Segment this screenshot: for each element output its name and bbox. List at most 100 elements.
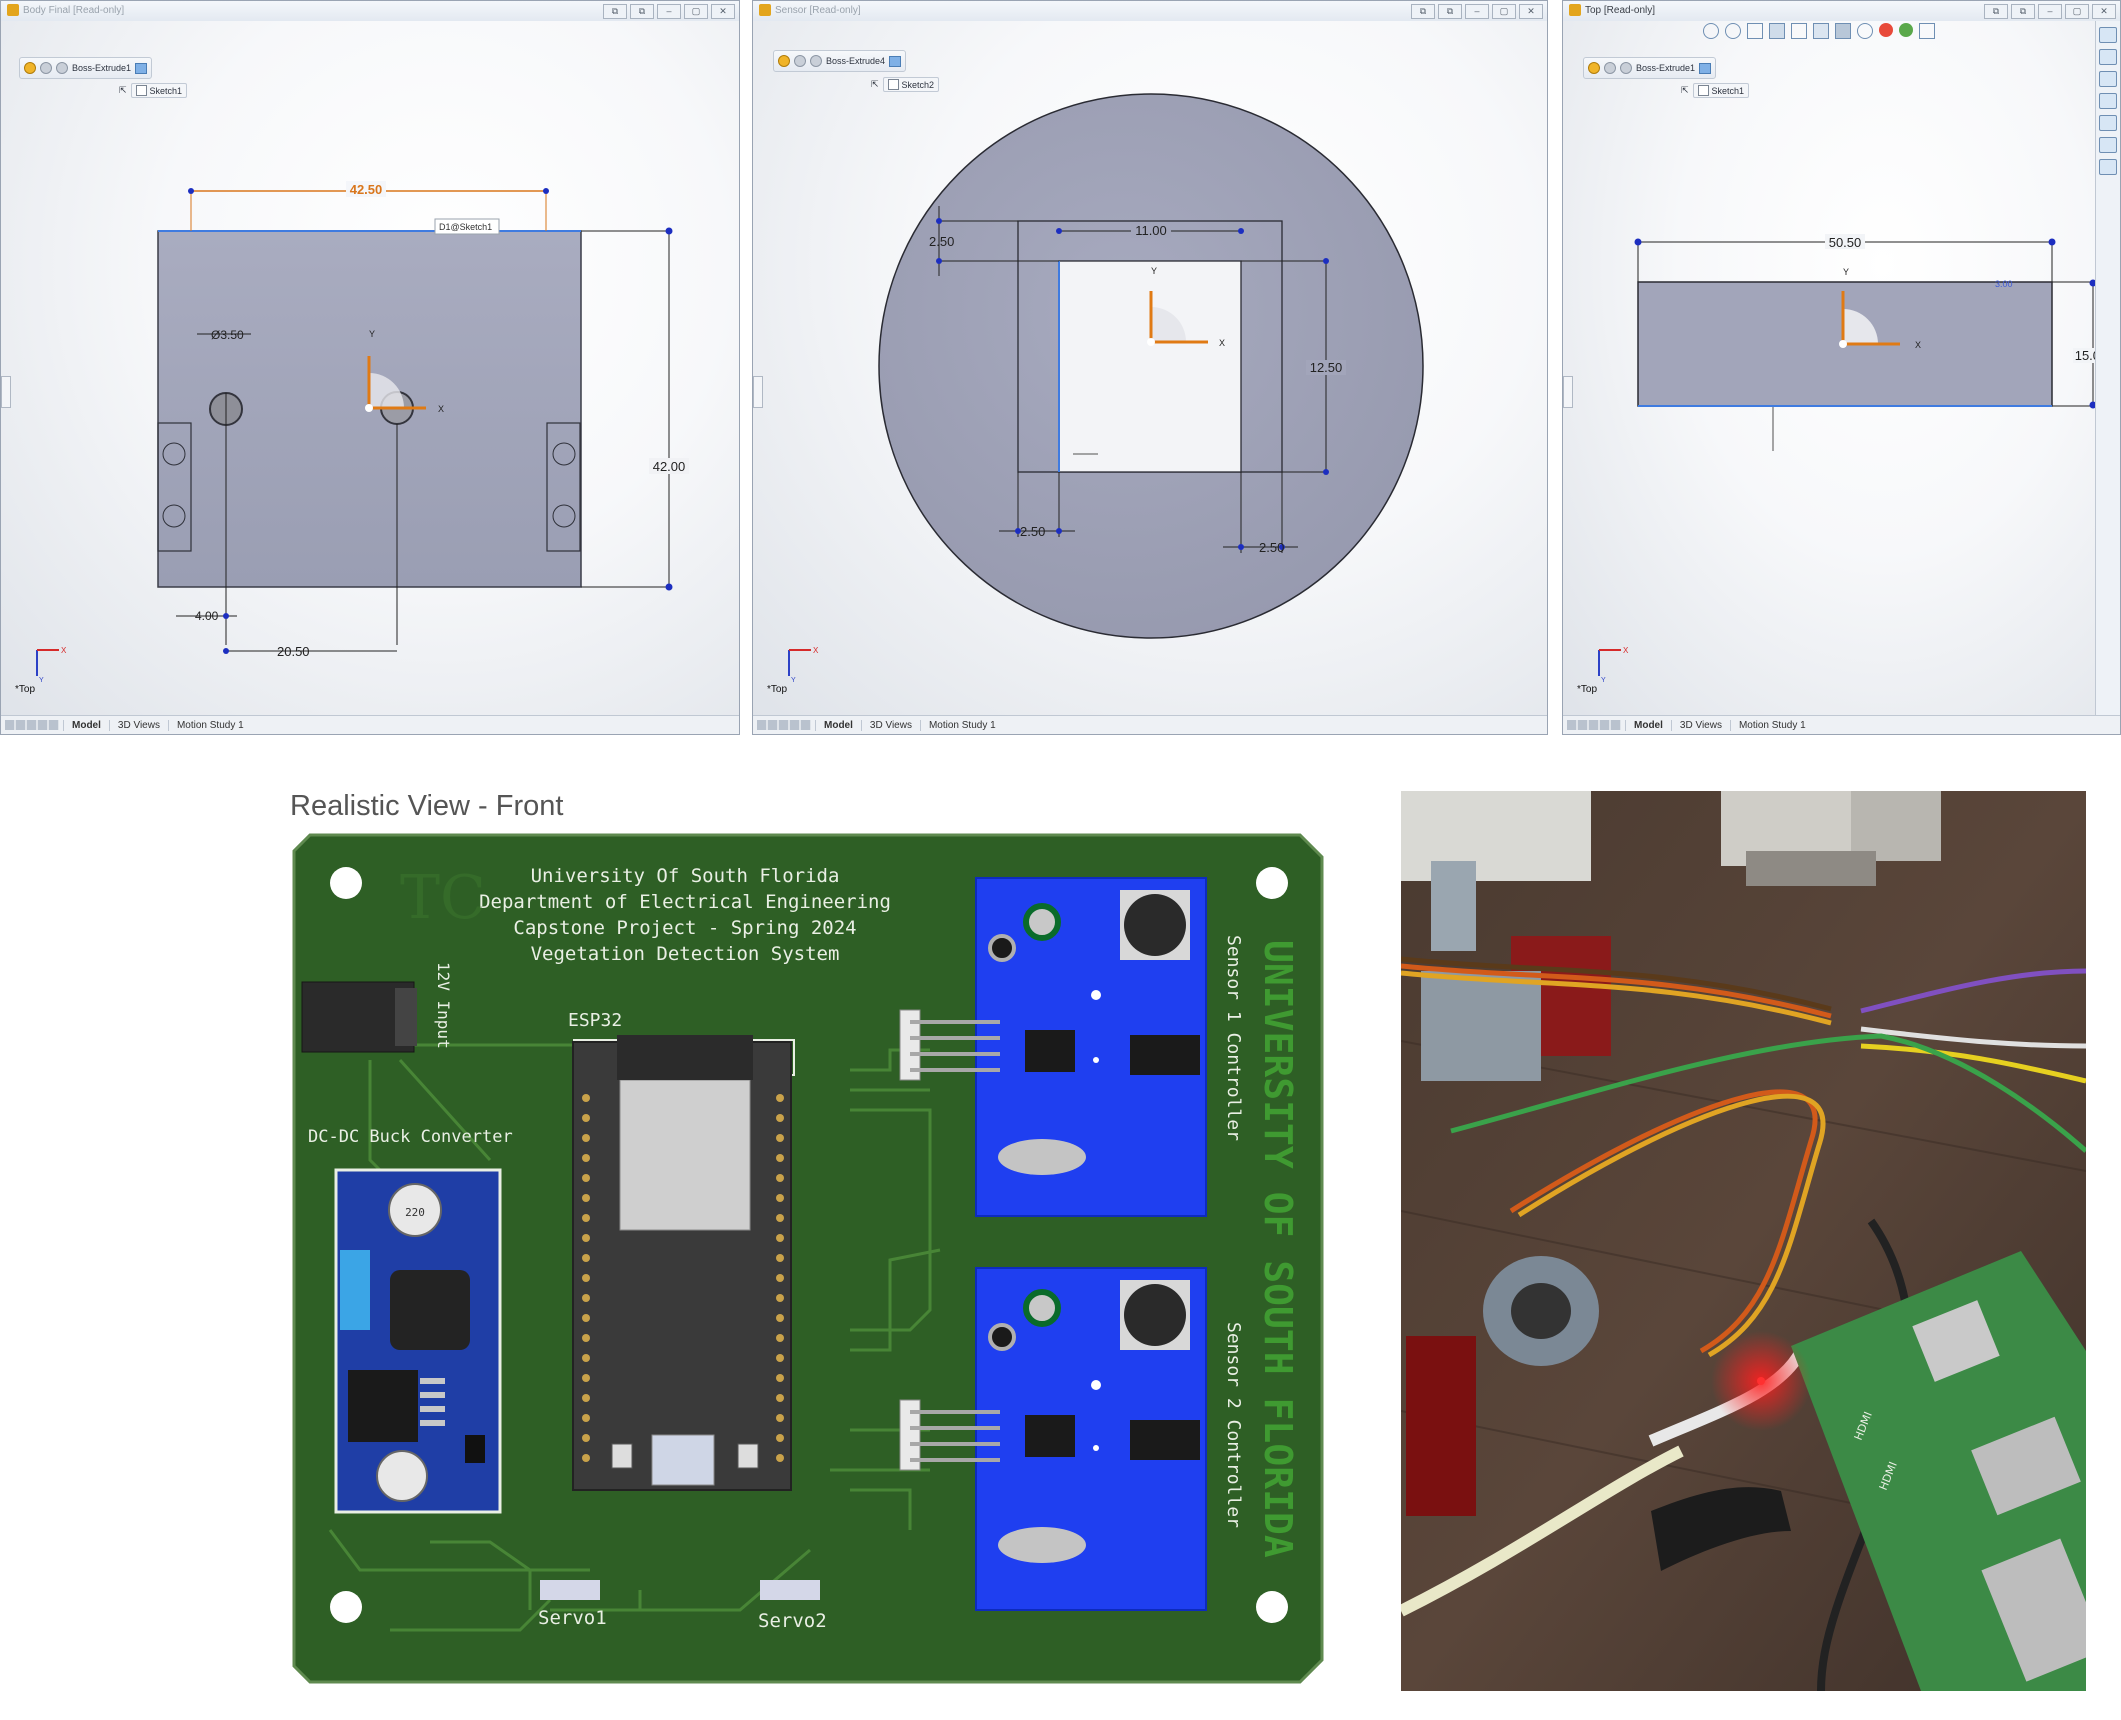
tile-button[interactable]: ⧉ bbox=[1984, 4, 2008, 19]
tile-button[interactable]: ⧉ bbox=[1411, 4, 1435, 19]
feature-icon bbox=[1620, 62, 1632, 74]
maximize-button[interactable]: ▢ bbox=[684, 4, 708, 19]
dim-offset: 20.50 bbox=[277, 644, 310, 659]
hide-show-icon[interactable] bbox=[1857, 23, 1873, 39]
home-icon[interactable] bbox=[2099, 49, 2117, 65]
display-style-icon[interactable] bbox=[1835, 23, 1851, 39]
tab-scroll-buttons[interactable] bbox=[5, 720, 59, 730]
heads-up-toolbar bbox=[1703, 23, 1935, 39]
solidworks-app-icon bbox=[1569, 4, 1581, 16]
breadcrumb-feature[interactable]: Boss-Extrude1 bbox=[1636, 63, 1696, 73]
header-line-3: Capstone Project - Spring 2024 bbox=[513, 917, 856, 939]
breadcrumb[interactable]: Boss-Extrude1 bbox=[1583, 57, 1717, 79]
window-title: Body Final [Read-only] bbox=[23, 5, 125, 16]
dim-top: 11.00 bbox=[1135, 223, 1167, 238]
minimize-button[interactable]: – bbox=[1465, 4, 1489, 19]
cad-window-body-final: Body Final [Read-only] ⧉ ⧉ – ▢ ✕ Boss-Ex… bbox=[0, 0, 740, 735]
graphics-area[interactable]: Boss-Extrude1 ⇱ Sketch1 Y X bbox=[1, 21, 739, 716]
sketch-tag[interactable]: ⇱ Sketch1 bbox=[119, 83, 188, 98]
servo2-label: Servo2 bbox=[758, 1610, 827, 1632]
appearance-icon[interactable] bbox=[1879, 23, 1893, 37]
minimize-button[interactable]: – bbox=[2038, 4, 2062, 19]
graphics-area[interactable]: Boss-Extrude1 ⇱ Sketch1 Y X 50.50 3.00 bbox=[1563, 21, 2098, 716]
tab-motion-study[interactable]: Motion Study 1 bbox=[919, 719, 1004, 731]
sketch-label: Sketch1 bbox=[149, 85, 183, 96]
zoom-fit-icon[interactable] bbox=[1703, 23, 1719, 39]
close-button[interactable]: ✕ bbox=[2092, 4, 2116, 19]
svg-text:X: X bbox=[1219, 338, 1225, 348]
photo-scene: HDMI HDMI bbox=[1401, 791, 2086, 1691]
sketch-tag[interactable]: ⇱ Sketch1 bbox=[1681, 83, 1750, 98]
sensor-2-label: Sensor 2 Controller bbox=[1223, 1322, 1244, 1528]
window-titlebar[interactable]: Sensor [Read-only] ⧉ ⧉ – ▢ ✕ bbox=[753, 1, 1547, 22]
section-view-icon[interactable] bbox=[1769, 23, 1785, 39]
buck-cap-label: 220 bbox=[405, 1206, 425, 1219]
svg-text:X: X bbox=[1915, 340, 1921, 350]
cascade-button[interactable]: ⧉ bbox=[2011, 4, 2035, 19]
part-drawing: Y X 42.50 D1@Sketch1 42.00 Ø3.50 bbox=[157, 181, 689, 659]
svg-text:Y: Y bbox=[791, 677, 796, 684]
part-icon bbox=[778, 55, 790, 67]
feature-manager-toggle[interactable] bbox=[753, 376, 763, 408]
maximize-button[interactable]: ▢ bbox=[1492, 4, 1516, 19]
view-palette-icon[interactable] bbox=[2099, 115, 2117, 131]
graphics-area[interactable]: Boss-Extrude4 ⇱ Sketch2 Y X bbox=[753, 21, 1547, 716]
dim-top-gap: 2.50 bbox=[929, 234, 954, 249]
input-label: 12V Input bbox=[434, 962, 453, 1049]
header-line-2: Department of Electrical Engineering bbox=[479, 891, 891, 913]
view-settings-icon[interactable] bbox=[1919, 23, 1935, 39]
previous-view-icon[interactable] bbox=[1747, 23, 1763, 39]
breadcrumb[interactable]: Boss-Extrude4 bbox=[773, 50, 907, 72]
cad-window-sensor: Sensor [Read-only] ⧉ ⧉ – ▢ ✕ Boss-Extrud… bbox=[752, 0, 1548, 735]
tab-3d-views[interactable]: 3D Views bbox=[860, 719, 920, 731]
tab-motion-study[interactable]: Motion Study 1 bbox=[1729, 719, 1814, 731]
resources-icon[interactable] bbox=[2099, 27, 2117, 43]
zoom-area-icon[interactable] bbox=[1725, 23, 1741, 39]
dynamic-annotation-icon[interactable] bbox=[1791, 23, 1807, 39]
feature-manager-toggle[interactable] bbox=[1, 376, 11, 408]
minimize-button[interactable]: – bbox=[657, 4, 681, 19]
tile-button[interactable]: ⧉ bbox=[603, 4, 627, 19]
sketch-plane-icon bbox=[135, 62, 148, 74]
tab-model[interactable]: Model bbox=[1625, 719, 1671, 731]
maximize-button[interactable]: ▢ bbox=[2065, 4, 2089, 19]
close-button[interactable]: ✕ bbox=[1519, 4, 1543, 19]
appearances-icon[interactable] bbox=[2099, 137, 2117, 153]
breadcrumb-feature[interactable]: Boss-Extrude4 bbox=[826, 56, 886, 66]
custom-properties-icon[interactable] bbox=[2099, 159, 2117, 175]
tab-model[interactable]: Model bbox=[815, 719, 861, 731]
view-orientation-icon[interactable] bbox=[1813, 23, 1829, 39]
dim-width: 50.50 bbox=[1829, 235, 1862, 250]
svg-text:Y: Y bbox=[39, 677, 44, 684]
tab-3d-views[interactable]: 3D Views bbox=[1670, 719, 1730, 731]
window-title: Sensor [Read-only] bbox=[775, 5, 861, 16]
slot-right bbox=[546, 422, 581, 552]
design-library-icon[interactable] bbox=[2099, 71, 2117, 87]
cascade-button[interactable]: ⧉ bbox=[1438, 4, 1462, 19]
dim-small: 3.00 bbox=[1995, 279, 2013, 289]
header-line-4: Vegetation Detection System bbox=[531, 943, 840, 965]
tab-3d-views[interactable]: 3D Views bbox=[108, 719, 168, 731]
breadcrumb-feature[interactable]: Boss-Extrude1 bbox=[72, 63, 132, 73]
sketch-tag[interactable]: ⇱ Sketch2 bbox=[871, 77, 940, 92]
close-button[interactable]: ✕ bbox=[711, 4, 735, 19]
feature-manager-toggle[interactable] bbox=[1563, 376, 1573, 408]
sketch-label: Sketch1 bbox=[1711, 85, 1745, 96]
svg-text:TC: TC bbox=[400, 863, 486, 933]
cascade-button[interactable]: ⧉ bbox=[630, 4, 654, 19]
cursor-icon: ⇱ bbox=[1681, 85, 1689, 95]
slot-left bbox=[157, 422, 192, 552]
svg-text:Y: Y bbox=[1151, 266, 1157, 276]
sketch-icon bbox=[135, 85, 147, 96]
svg-text:X: X bbox=[61, 646, 67, 655]
window-titlebar[interactable]: Body Final [Read-only] ⧉ ⧉ – ▢ ✕ bbox=[1, 1, 739, 22]
file-explorer-icon[interactable] bbox=[2099, 93, 2117, 109]
view-name: *Top bbox=[767, 684, 788, 695]
tab-scroll-buttons[interactable] bbox=[757, 720, 811, 730]
tab-scroll-buttons[interactable] bbox=[1567, 720, 1621, 730]
tab-motion-study[interactable]: Motion Study 1 bbox=[167, 719, 252, 731]
scene-icon[interactable] bbox=[1899, 23, 1913, 37]
tab-model[interactable]: Model bbox=[63, 719, 109, 731]
window-titlebar[interactable]: Top [Read-only] ⧉ ⧉ – ▢ ✕ bbox=[1563, 1, 2120, 22]
breadcrumb[interactable]: Boss-Extrude1 bbox=[19, 57, 153, 79]
